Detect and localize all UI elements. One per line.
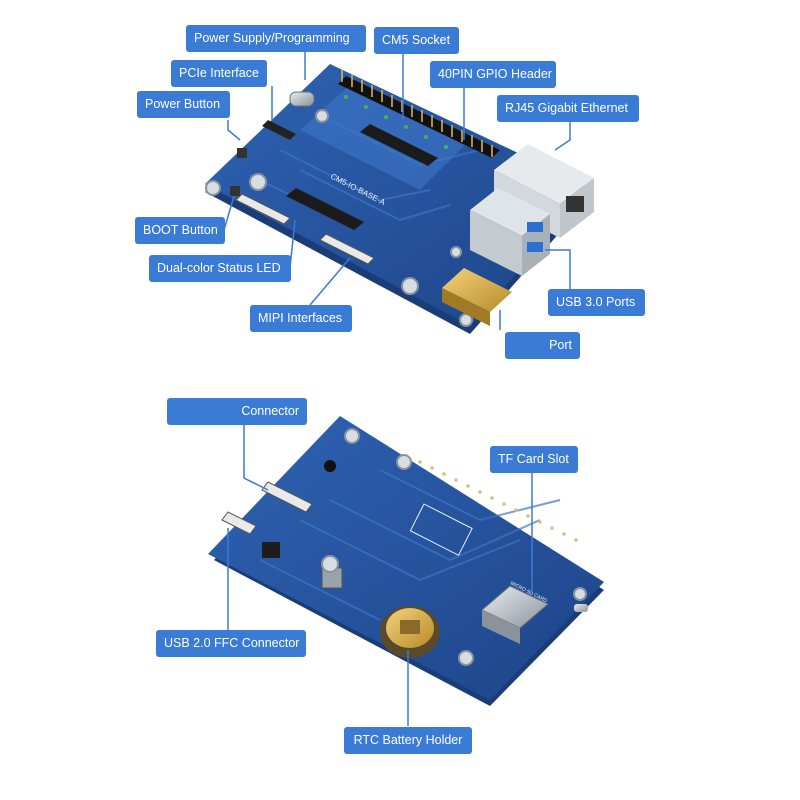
usb-c-power-port bbox=[289, 91, 315, 107]
mounting-holes-top bbox=[205, 109, 473, 327]
gpio-header bbox=[338, 70, 500, 158]
label-rtc-battery-holder: RTC Battery Holder bbox=[344, 727, 472, 754]
usb3-ports bbox=[470, 188, 550, 276]
label-usb3-ports: USB 3.0 Ports bbox=[548, 289, 645, 316]
label-boot-button: BOOT Button bbox=[135, 217, 225, 244]
black-hole bbox=[324, 460, 336, 472]
label-tf-card-slot: TF Card Slot bbox=[490, 446, 578, 473]
usb2-ffc-part bbox=[221, 511, 257, 535]
leader-lines bbox=[223, 52, 571, 726]
chip bbox=[262, 542, 280, 558]
silkscreen-table bbox=[409, 503, 473, 556]
label-mipi-interfaces: MIPI Interfaces bbox=[250, 305, 352, 332]
top-board: CM5-IO-BASE-A bbox=[205, 64, 594, 334]
pcb-traces-bottom bbox=[259, 469, 561, 621]
cm5-socket bbox=[286, 124, 438, 230]
usb-c-bottom bbox=[574, 604, 588, 612]
boot-button-part bbox=[230, 186, 240, 196]
label-40pin-gpio-header: 40PIN GPIO Header bbox=[430, 61, 556, 88]
mounting-holes-bottom bbox=[321, 428, 587, 666]
rtc-battery-holder-part bbox=[380, 606, 440, 658]
gpio-pads-bottom bbox=[418, 460, 578, 542]
label-port: Port bbox=[505, 332, 580, 359]
label-pcie-interface: PCIe Interface bbox=[171, 60, 267, 87]
label-dual-color-status-led: Dual-color Status LED bbox=[149, 255, 291, 282]
label-usb2-ffc-connector: USB 2.0 FFC Connector bbox=[156, 630, 306, 657]
bottom-board: MICRO SD CARD bbox=[208, 416, 604, 706]
label-power-button: Power Button bbox=[137, 91, 230, 118]
hdmi-port bbox=[442, 268, 512, 326]
label-rj45-gigabit-ethernet: RJ45 Gigabit Ethernet bbox=[497, 95, 639, 122]
label-connector: Connector bbox=[167, 398, 307, 425]
tf-card-slot-part bbox=[481, 585, 549, 644]
pcie-ffc-connector bbox=[262, 120, 296, 140]
mipi-connector-1 bbox=[319, 233, 375, 265]
label-cm5-socket: CM5 Socket bbox=[374, 27, 459, 54]
label-power-supply-programming: Power Supply/Programming bbox=[186, 25, 366, 52]
connector-part bbox=[261, 481, 313, 513]
power-button-part bbox=[237, 148, 247, 158]
mipi-connector-2 bbox=[235, 193, 291, 225]
